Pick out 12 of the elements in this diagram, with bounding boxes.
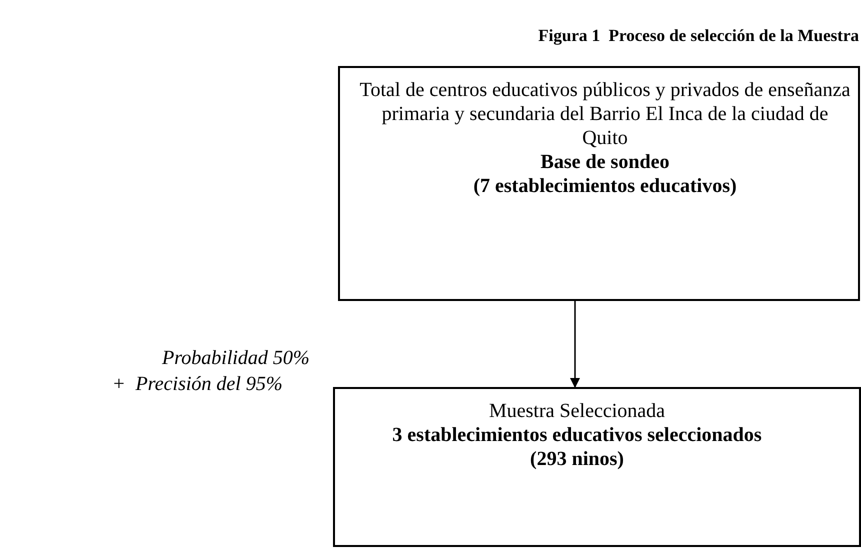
note-text: + Precisión del 95% [112, 373, 282, 396]
arrow [570, 301, 580, 388]
box-bold-text: Base de sondeo [540, 150, 670, 174]
box-text: Total de centros educativos públicos y privados de enseñanza primaria y secundaria del Barrio El Inca de la ciudad de Quito [358, 78, 852, 150]
note-text: Probabilidad 50% [162, 347, 310, 370]
process-box [333, 387, 861, 547]
box-bold-text: 3 establecimientos educativos seleccionados [391, 423, 763, 447]
process-box [338, 66, 860, 301]
figure-title: Figura 1 Proceso de selección de la Muestra [538, 26, 859, 46]
box-bold-text: (7 establecimientos educativos) [472, 174, 738, 198]
box-text: Muestra Seleccionada [488, 399, 666, 423]
box-bold-text: (293 ninos) [529, 447, 625, 471]
